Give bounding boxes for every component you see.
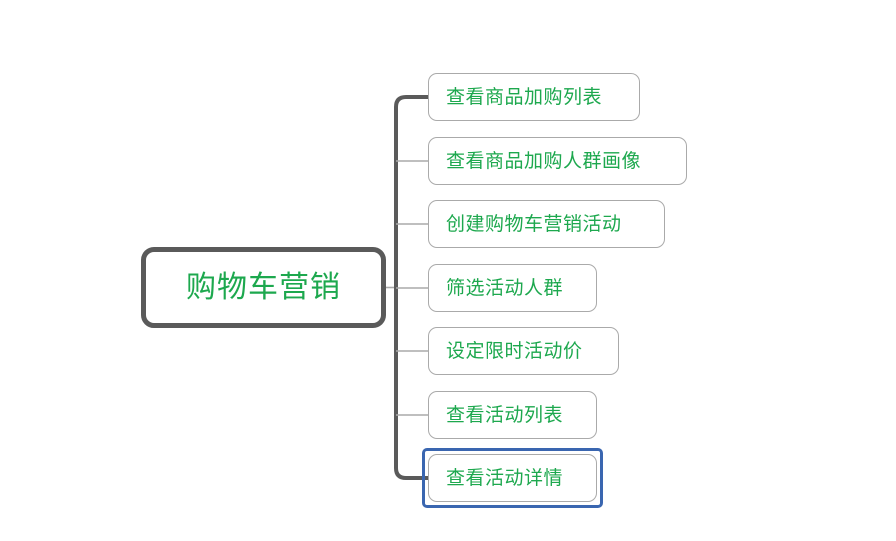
- mindmap-node-label: 设定限时活动价: [446, 339, 583, 362]
- mindmap-node-label: 查看商品加购列表: [446, 85, 603, 108]
- mindmap-node-label: 筛选活动人群: [446, 276, 564, 299]
- mindmap-node-6[interactable]: 查看活动列表: [428, 391, 597, 439]
- mindmap-node-label: 创建购物车营销活动: [446, 212, 622, 235]
- root-node[interactable]: 购物车营销: [141, 247, 386, 328]
- mindmap-node-2[interactable]: 查看商品加购人群画像: [428, 137, 687, 185]
- mindmap-node-3[interactable]: 创建购物车营销活动: [428, 200, 665, 248]
- connector-trunk: [394, 95, 428, 480]
- mindmap-node-1[interactable]: 查看商品加购列表: [428, 73, 640, 121]
- selection-highlight: [422, 448, 603, 508]
- mindmap-node-7[interactable]: 查看活动详情: [428, 454, 597, 502]
- mindmap-node-label: 查看活动列表: [446, 403, 564, 426]
- connectors-group: [386, 95, 428, 480]
- mindmap-node-label: 查看活动详情: [446, 466, 564, 489]
- mindmap-node-5[interactable]: 设定限时活动价: [428, 327, 619, 375]
- mindmap-node-label: 查看商品加购人群画像: [446, 149, 642, 172]
- root-node-label: 购物车营销: [186, 269, 341, 305]
- mindmap-node-4[interactable]: 筛选活动人群: [428, 264, 597, 312]
